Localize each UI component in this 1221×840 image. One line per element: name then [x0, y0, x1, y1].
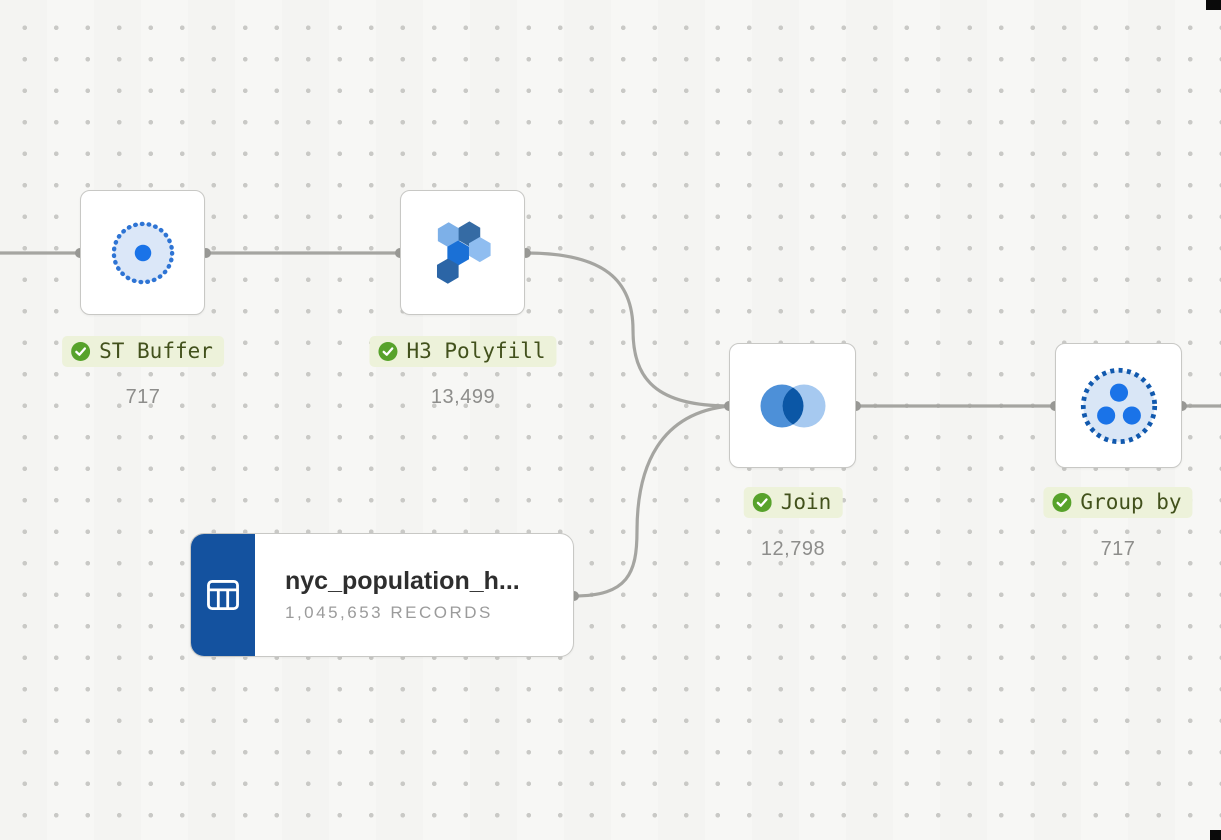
node-label-group-by: Group by	[1043, 487, 1193, 518]
node-count-h3-polyfill: 13,499	[430, 386, 496, 408]
edge-table-to-join[interactable]	[572, 404, 731, 598]
node-label-join: Join	[743, 487, 843, 518]
source-table-title: nyc_population_h...	[285, 567, 520, 595]
buffer-icon	[111, 221, 174, 284]
success-check-icon	[752, 492, 772, 512]
node-label-text: Join	[780, 490, 832, 514]
node-join[interactable]	[729, 343, 856, 468]
node-label-text: ST Buffer	[99, 339, 213, 363]
node-label-text: H3 Polyfill	[406, 339, 546, 363]
node-source-table[interactable]: nyc_population_h... 1,045,653 RECORDS	[190, 533, 574, 657]
source-table-info: nyc_population_h... 1,045,653 RECORDS	[255, 534, 573, 656]
node-count-st-buffer: 717	[125, 386, 161, 408]
node-label-text: Group by	[1080, 490, 1182, 514]
venn-join-icon	[760, 384, 825, 427]
node-st-buffer[interactable]	[80, 190, 205, 315]
h3-hexagons-icon	[436, 220, 491, 284]
node-group-by[interactable]	[1055, 343, 1182, 468]
group-by-icon	[1080, 367, 1157, 444]
success-check-icon	[71, 341, 91, 361]
corner-marker	[1210, 830, 1221, 840]
corner-marker	[1206, 0, 1221, 10]
node-label-h3-polyfill: H3 Polyfill	[369, 336, 557, 367]
success-check-icon	[1052, 492, 1072, 512]
node-h3-polyfill[interactable]	[400, 190, 525, 315]
source-table-record-count: 1,045,653 RECORDS	[285, 603, 493, 622]
edge-h3-to-join[interactable]	[524, 251, 731, 408]
source-table-accent-band	[191, 534, 255, 656]
table-icon	[207, 580, 239, 610]
node-count-group-by: 717	[1100, 538, 1136, 560]
node-count-join: 12,798	[760, 538, 826, 560]
node-label-st-buffer: ST Buffer	[62, 336, 224, 367]
success-check-icon	[378, 341, 398, 361]
